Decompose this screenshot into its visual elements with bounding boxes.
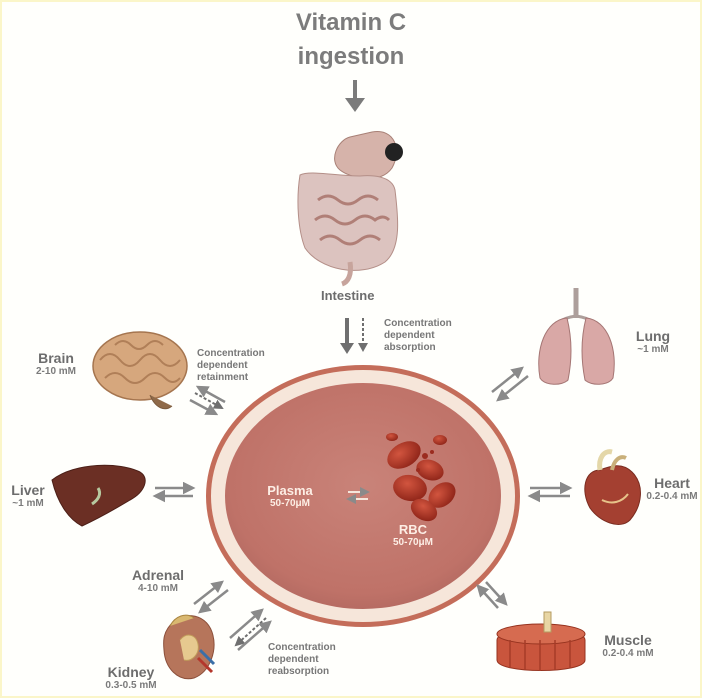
absorption-note: Concentration dependent absorption [384, 318, 452, 354]
rbc-label: RBC [378, 522, 448, 537]
plasma-label: Plasma [250, 483, 330, 498]
title-line-2: ingestion [0, 40, 702, 74]
intestine-illustration [298, 132, 403, 284]
liver-label-group: Liver ~1 mM [6, 482, 50, 509]
liver-name: Liver [6, 482, 50, 498]
lung-label-group: Lung ~1 mM [625, 328, 681, 355]
kidney-label-group: Kidney 0.3-0.5 mM [96, 664, 166, 691]
adrenal-exchange-arrows [194, 582, 228, 612]
muscle-name: Muscle [592, 632, 664, 648]
heart-label-group: Heart 0.2-0.4 mM [642, 475, 702, 502]
retainment-note-line-1: Concentration [197, 348, 265, 360]
liver-exchange-arrows [155, 488, 193, 496]
absorption-note-line-1: Concentration [384, 318, 452, 330]
retainment-note-line-3: retainment [197, 372, 265, 384]
reabsorption-note-line-1: Concentration [268, 642, 336, 654]
heart-exchange-arrows [530, 488, 570, 496]
kidney-concentration: 0.3-0.5 mM [96, 680, 166, 691]
lung-exchange-arrows [492, 368, 528, 400]
heart-name: Heart [642, 475, 702, 491]
reabsorption-note-line-2: dependent [268, 654, 336, 666]
kidney-exchange-arrows [230, 610, 270, 650]
adrenal-label-group: Adrenal 4-10 mM [122, 567, 194, 594]
lung-illustration [539, 288, 615, 384]
muscle-illustration [497, 612, 585, 671]
heart-illustration [585, 452, 641, 525]
rbc-concentration: 50-70μM [378, 537, 448, 548]
reabsorption-note: Concentration dependent reabsorption [268, 642, 336, 678]
ingestion-arrow [345, 80, 365, 112]
liver-concentration: ~1 mM [6, 498, 50, 509]
diagram-title: Vitamin C ingestion [0, 6, 702, 74]
retainment-note: Concentration dependent retainment [197, 348, 265, 384]
absorption-note-line-2: dependent [384, 330, 452, 342]
rbc-label-group: RBC 50-70μM [378, 522, 448, 548]
lung-concentration: ~1 mM [625, 344, 681, 355]
brain-exchange-arrows [190, 387, 225, 414]
liver-illustration [52, 465, 145, 526]
brain-label-group: Brain 2-10 mM [22, 350, 90, 377]
absorption-arrows [340, 318, 368, 354]
absorption-note-line-3: absorption [384, 342, 452, 354]
brain-illustration [93, 332, 187, 409]
kidney-name: Kidney [96, 664, 166, 680]
adrenal-concentration: 4-10 mM [122, 583, 194, 594]
plasma-concentration: 50-70μM [250, 498, 330, 509]
adrenal-name: Adrenal [122, 567, 194, 583]
plasma-label-group: Plasma 50-70μM [250, 483, 330, 509]
intestine-label: Intestine [321, 288, 374, 303]
muscle-exchange-arrows [478, 582, 506, 608]
lung-name: Lung [625, 328, 681, 344]
retainment-note-line-2: dependent [197, 360, 265, 372]
brain-name: Brain [22, 350, 90, 366]
kidney-illustration [164, 615, 214, 679]
heart-concentration: 0.2-0.4 mM [642, 491, 702, 502]
brain-concentration: 2-10 mM [22, 366, 90, 377]
title-line-1: Vitamin C [0, 6, 702, 40]
muscle-concentration: 0.2-0.4 mM [592, 648, 664, 659]
reabsorption-note-line-3: reabsorption [268, 666, 336, 678]
muscle-label-group: Muscle 0.2-0.4 mM [592, 632, 664, 659]
